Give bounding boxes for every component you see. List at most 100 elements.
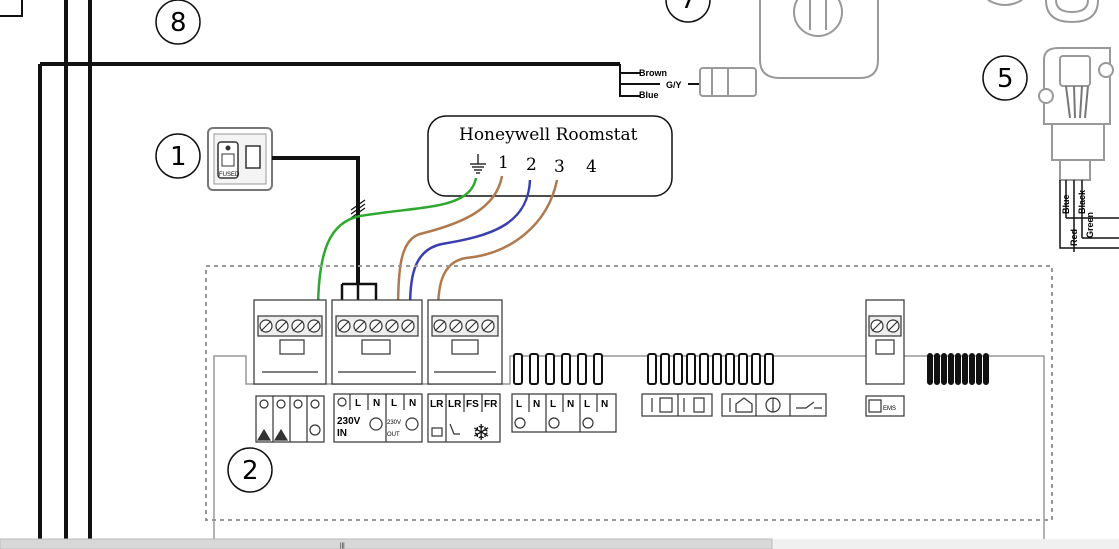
horizontal-scrollbar[interactable] [0,538,1119,549]
term-L2-label: L [391,398,397,409]
terminal-block-3 [427,299,503,385]
earth-icon [470,154,486,174]
term-230v-out-top: 230V [387,420,401,426]
term-ems-label: EMS [883,406,896,412]
legend-box-3 [427,393,501,443]
pump-wire-gy-label: G/Y [666,80,682,90]
legend-box-2 [333,393,423,443]
term-230v-in-top: 230V [337,416,361,427]
connector-finger [941,353,947,385]
roomstat-box [427,115,673,197]
cable-strain-marks [350,199,366,219]
terminal-block-ems [865,299,905,385]
callout-7: 7 [665,0,711,23]
fused-label: FUSED [219,172,240,178]
connector-finger [927,353,933,385]
legend-box-6 [721,393,827,417]
svg-text:7: 7 [680,0,697,15]
frost-icon: ❄ [472,421,490,446]
connector-finger [983,353,989,385]
connector-finger [561,353,571,385]
scrollbar-grip: ||| [340,543,345,549]
legend-box-ems [865,395,905,417]
group3-term-label: L [584,399,590,410]
connector-finger [751,353,761,385]
group3-term-label: L [516,399,522,410]
valve-wire-blue-label: Blue [1061,194,1071,214]
valve-icon [1038,47,1114,181]
connector-finger [738,353,748,385]
pcb-area [205,265,1053,521]
svg-text:5: 5 [997,64,1014,94]
connector-finger [545,353,555,385]
group3-term-label: N [601,399,608,410]
group3-term-label: L [550,399,556,410]
term-230v-out-bottom: OUT [387,432,400,438]
term-lr2-label: LR [448,399,462,410]
connector-finger [934,353,940,385]
callout-5: 5 [982,55,1028,101]
legend-box-1 [255,395,325,443]
terminal-block-2 [331,299,423,385]
connector-finger [647,353,657,385]
scrollbar-thumb[interactable] [0,538,773,549]
connector-finger [962,353,968,385]
connector-finger [660,353,670,385]
connector-finger [513,353,523,385]
term-N2-label: N [409,398,416,409]
connector-finger [955,353,961,385]
wire-green [316,177,478,313]
term-lr1-label: LR [430,399,444,410]
callout-8: 8 [155,0,201,45]
pump-icon [699,0,879,97]
pump-wire-brown-label: Brown [639,68,667,78]
top-left-box [0,0,23,17]
term-fr-label: FR [484,399,498,410]
term-N1-label: N [373,398,380,409]
valve-wire-red-label: Red [1069,229,1079,246]
term-230v-in-bottom: IN [337,428,347,439]
callout-2: 2 [227,447,273,493]
connector-finger [948,353,954,385]
connector-finger [712,353,722,385]
connector-finger [764,353,774,385]
roomstat-terminal-3: 3 [554,157,565,177]
connector-finger [969,353,975,385]
mains-cable [272,156,360,284]
term-L1-label: L [355,398,361,409]
wire-brown-3 [436,179,559,313]
term-fs-label: FS [466,399,479,410]
pcb-connector-fingers [513,353,989,385]
roomstat-terminal-4: 4 [586,157,597,177]
roomstat-terminal-2: 2 [526,155,537,175]
callout-1: 1 [155,133,201,179]
valve-wire-black-label: Black [1077,189,1087,214]
svg-text:2: 2 [242,456,259,486]
top-right-parts [987,0,1099,24]
roomstat-title: Honeywell Roomstat [459,125,638,145]
wire-blue [408,179,532,313]
connector-finger [593,353,603,385]
fused-spur-icon [207,127,273,191]
group3-term-label: N [533,399,540,410]
svg-text:8: 8 [170,8,187,38]
left-bus-lines [38,0,92,549]
connector-finger [686,353,696,385]
valve-wires [1059,180,1119,252]
wire-brown-1 [396,175,504,313]
pump-cable [40,62,700,97]
roomstat-terminal-1: 1 [498,153,509,173]
group3-term-label: N [567,399,574,410]
connector-finger [725,353,735,385]
legend-box-4 [511,393,617,433]
connector-finger [673,353,683,385]
connector-finger [577,353,587,385]
svg-text:1: 1 [170,142,187,172]
connector-finger [529,353,539,385]
valve-wire-green-label: Green [1085,212,1095,238]
pump-wire-blue-label: Blue [639,90,659,100]
legend-box-5 [641,393,713,417]
connector-finger [699,353,709,385]
